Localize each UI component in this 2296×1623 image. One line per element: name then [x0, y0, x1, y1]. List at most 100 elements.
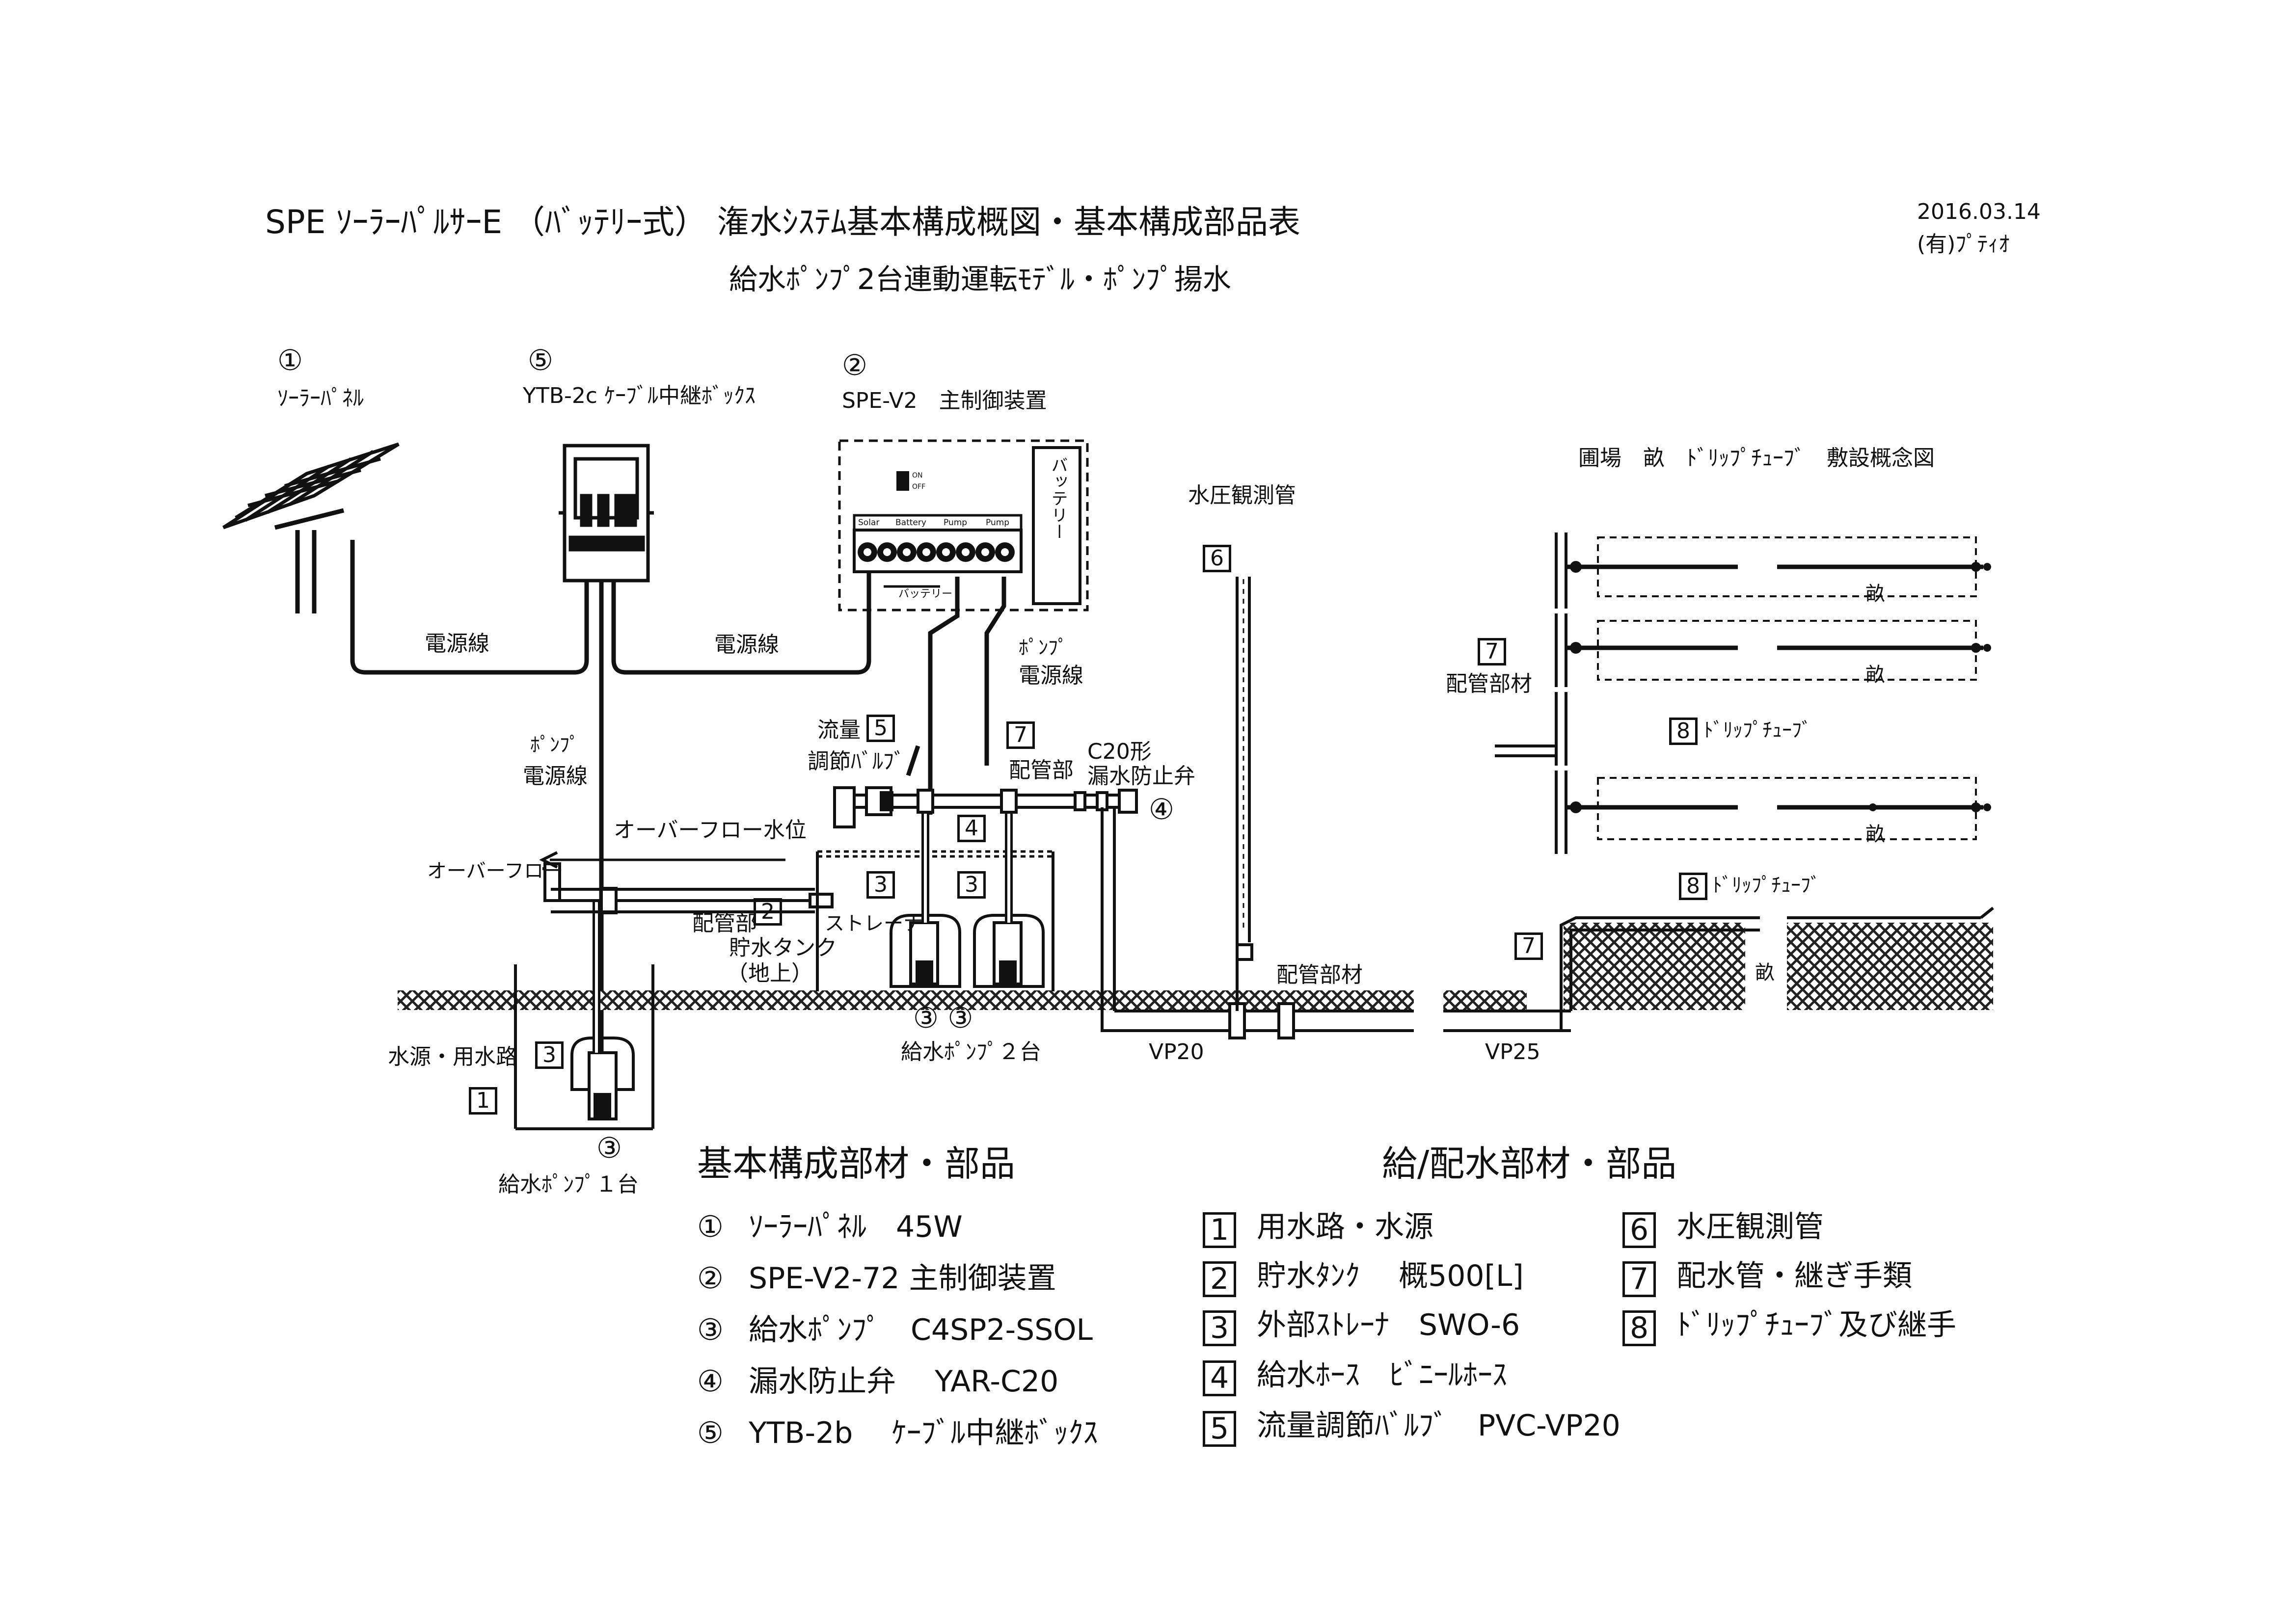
- water-source: [514, 901, 654, 1130]
- source-label: 水源・用水路: [388, 1044, 517, 1069]
- ridge-label-2: 畝: [1865, 664, 1885, 686]
- box-label: YTB-2c ｹｰﾌﾞﾙ中継ﾎﾞｯｸｽ: [523, 383, 756, 408]
- solar-panel: [222, 442, 400, 613]
- company: (有)ﾌﾟﾃｨｵ: [1917, 232, 2010, 257]
- water-col2-item-3-num: 8: [1622, 1310, 1656, 1346]
- water-col1-item-4: 給水ﾎｰｽ ﾋﾞﾆｰﾙﾎｰｽ: [1257, 1358, 1507, 1392]
- overflow-level-label: オーバーフロー水位: [614, 818, 807, 843]
- parts-item-4-num: ④: [697, 1364, 724, 1399]
- parts-item-1: ｿｰﾗｰﾊﾟﾈﾙ 45W: [749, 1210, 963, 1244]
- c20-label-b: 漏水防止弁: [1087, 764, 1195, 789]
- solar-label: ｿｰﾗｰﾊﾟﾈﾙ: [277, 386, 364, 411]
- flow-valve-label-b: 調節ﾊﾞﾙﾌﾞ: [808, 749, 905, 774]
- source-strainer-number: 3: [535, 1041, 564, 1069]
- storage-tank: [816, 790, 1054, 991]
- water-col1-item-3: 外部ｽﾄﾚｰﾅ SWO-6: [1257, 1308, 1520, 1342]
- ground: [398, 923, 1993, 1010]
- terminal-battery: Battery: [895, 518, 926, 528]
- drip-label-a: ﾄﾞﾘｯﾌﾟﾁｭｰﾌﾞ: [1703, 719, 1811, 742]
- page-subtitle: 給水ﾎﾟﾝﾌﾟ2台連動運転ﾓﾃﾞﾙ・ﾎﾟﾝﾌﾟ揚水: [729, 263, 1231, 296]
- strainer-label: ストレーナ: [825, 912, 923, 935]
- pump-power-label-a: ﾎﾟﾝﾌﾟ: [530, 734, 579, 756]
- piping-mid-label: 配管部材: [1276, 962, 1363, 987]
- vp20-label: VP20: [1149, 1039, 1204, 1064]
- parts-item-2: SPE-V2-72 主制御装置: [749, 1261, 1056, 1296]
- terminal-pump-2: Pump: [986, 518, 1010, 528]
- water-parts-heading: 給/配水部材・部品: [1382, 1143, 1677, 1184]
- parts-item-4: 漏水防止弁 YAR-C20: [749, 1364, 1059, 1399]
- source-number: 1: [469, 1087, 497, 1115]
- date: 2016.03.14: [1917, 199, 2041, 224]
- water-col2-item-2-num: 7: [1622, 1261, 1656, 1297]
- page-title: SPE ｿｰﾗｰﾊﾟﾙｻｰE （ﾊﾞｯﾃﾘｰ式） 潅水ｼｽﾃﾑ基本構成概図・基本…: [265, 203, 1301, 241]
- drip-label-b: ﾄﾞﾘｯﾌﾟﾁｭｰﾌﾞ: [1712, 874, 1820, 897]
- main-controller: [838, 439, 1089, 612]
- c20-label-a: C20形: [1087, 739, 1152, 764]
- parts-item-1-num: ①: [697, 1210, 724, 1244]
- controller-battery-small: バッテリー: [898, 588, 953, 600]
- controller-label: SPE-V2 主制御装置: [842, 388, 1047, 413]
- ridge-label-side: 畝: [1755, 961, 1775, 984]
- water-col2-item-2: 配水管・継ぎ手類: [1676, 1259, 1912, 1293]
- power-line-label-1: 電源線: [425, 631, 489, 656]
- overflow-label: オーバーフロー: [427, 860, 564, 882]
- pumps-label: 給水ﾎﾟﾝﾌﾟ２台: [901, 1039, 1041, 1064]
- switch-on-label: ON: [912, 472, 923, 479]
- switch-off-label: OFF: [912, 483, 926, 491]
- water-col1-item-3-num: 3: [1203, 1310, 1237, 1346]
- junction-box: [559, 444, 654, 583]
- piping-number-top: 7: [1006, 721, 1035, 749]
- field-pipe-number: 7: [1478, 638, 1506, 666]
- tank-piping-label: 配管部: [692, 911, 757, 936]
- water-col2-item-1-num: 6: [1622, 1212, 1656, 1248]
- tank-label-2: （地上）: [727, 961, 813, 986]
- water-col1-item-4-num: 4: [1203, 1360, 1237, 1396]
- field-title: 圃場 畝 ﾄﾞﾘｯﾌﾟﾁｭｰﾌﾞ 敷設概念図: [1578, 446, 1935, 471]
- water-col1-item-2-num: 2: [1203, 1261, 1237, 1297]
- flow-valve-label-a: 流量: [817, 718, 861, 743]
- parts-heading: 基本構成部材・部品: [697, 1143, 1016, 1184]
- ridge-side-number: 7: [1514, 932, 1543, 960]
- water-col2-item-1: 水圧観測管: [1676, 1210, 1824, 1244]
- terminal-solar: Solar: [858, 518, 880, 528]
- strainer-number-a: 3: [866, 871, 895, 899]
- parts-item-3: 給水ﾎﾟﾝﾌﾟ C4SP2-SSOL: [749, 1313, 1093, 1347]
- single-pump-number: ③: [596, 1131, 622, 1165]
- pressure-tube-number: 6: [1203, 545, 1231, 573]
- vp25-label: VP25: [1485, 1039, 1540, 1064]
- field-pipe-label: 配管部材: [1446, 671, 1532, 696]
- tank-number: 2: [754, 898, 782, 926]
- water-col1-item-1-num: 1: [1203, 1212, 1237, 1248]
- field-concept: [1495, 532, 1991, 854]
- ridge-label-1: 畝: [1865, 583, 1885, 605]
- strainer-number-b: 3: [957, 871, 986, 899]
- controller-battery-label: バッテリー: [1048, 456, 1068, 540]
- drip-number-b: 8: [1679, 873, 1707, 901]
- power-wiring: [350, 540, 1006, 1067]
- tank-label: 貯水タンク: [729, 935, 837, 960]
- pump-power2-label-a: ﾎﾟﾝﾌﾟ: [1019, 637, 1068, 659]
- water-col1-item-5-num: 5: [1203, 1411, 1237, 1447]
- drip-number-a: 8: [1669, 718, 1698, 745]
- piping-label-top: 配管部: [1009, 758, 1074, 783]
- ridge-label-3: 畝: [1865, 823, 1885, 846]
- water-col2-item-3: ﾄﾞﾘｯﾌﾟﾁｭｰﾌﾞ及び継手: [1676, 1308, 1956, 1342]
- pumps-numbers: ③ ③: [913, 1001, 973, 1035]
- terminal-pump-1: Pump: [944, 518, 968, 528]
- water-col1-item-1: 用水路・水源: [1257, 1210, 1433, 1244]
- solar-number: ①: [277, 344, 303, 377]
- power-line-label-2: 電源線: [714, 632, 779, 657]
- field-piping-ground: [1443, 906, 1994, 1032]
- header-pipe: [833, 577, 1414, 1039]
- pump-power-label-b: 電源線: [523, 764, 588, 789]
- hose-number: 4: [957, 815, 986, 843]
- water-col1-item-5: 流量調節ﾊﾞﾙﾌﾞ PVC-VP20: [1257, 1409, 1621, 1443]
- parts-item-3-num: ③: [697, 1313, 724, 1347]
- c20-number: ④: [1149, 793, 1174, 826]
- water-col1-item-2: 貯水ﾀﾝｸ 概500[L]: [1257, 1259, 1524, 1293]
- controller-number: ②: [842, 348, 867, 382]
- parts-item-5-num: ⑤: [697, 1416, 724, 1450]
- box-number: ⑤: [528, 344, 553, 377]
- parts-item-5: YTB-2b ｹｰﾌﾞﾙ中継ﾎﾞｯｸｽ: [749, 1416, 1098, 1450]
